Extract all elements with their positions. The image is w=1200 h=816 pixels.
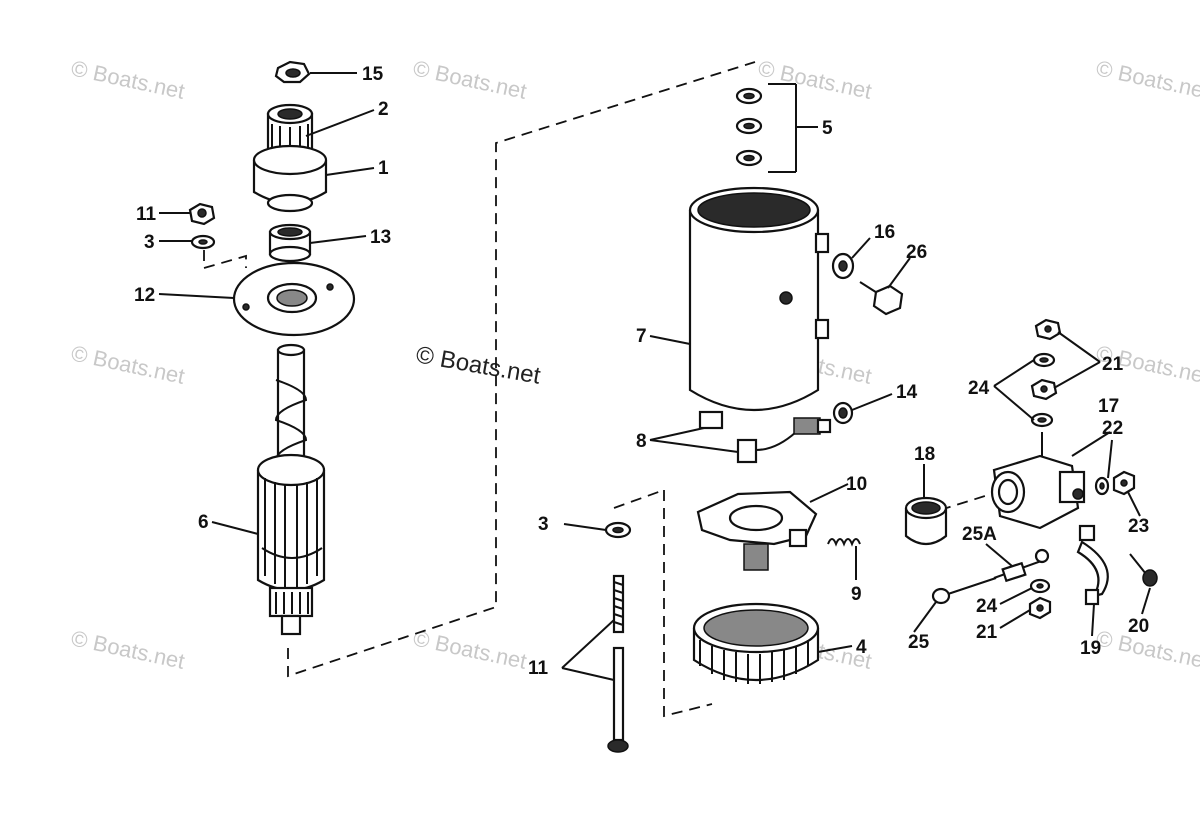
part-1-drive-pinion <box>252 103 328 213</box>
callout-9: 9 <box>851 584 862 605</box>
part-25a-stud <box>993 548 1050 583</box>
part-25-lead <box>931 577 997 605</box>
callout-15: 15 <box>362 64 384 85</box>
callout-24-low: 24 <box>976 596 998 617</box>
watermark: © Boats.net <box>411 55 529 103</box>
callout-24-top: 24 <box>968 378 990 399</box>
callout-25a: 25A <box>962 524 997 545</box>
part-24-washer-low <box>1029 578 1051 594</box>
part-21-nut-low <box>1028 596 1052 620</box>
part-10-brush-plate <box>696 490 818 571</box>
callout-3-left: 3 <box>144 232 155 253</box>
part-22-washer <box>1094 476 1110 496</box>
callout-19: 19 <box>1080 638 1101 659</box>
watermark: © Boats.net <box>756 55 874 103</box>
part-21-nut-top <box>1034 318 1062 341</box>
part-21-nut-mid <box>1030 378 1058 401</box>
callout-26: 26 <box>906 242 927 263</box>
part-8-brush-lead <box>698 410 832 464</box>
part-24-washer-top <box>1032 352 1056 368</box>
callout-1: 1 <box>378 158 389 179</box>
callout-11-left: 11 <box>136 204 157 225</box>
part-9-spring <box>827 538 861 547</box>
part-14-grommet <box>832 401 854 425</box>
part-11-through-bolts <box>607 574 629 753</box>
part-4-end-cap <box>692 602 820 684</box>
part-15-nut <box>274 60 311 84</box>
part-24-washer-mid <box>1030 412 1054 428</box>
callout-14: 14 <box>896 382 918 403</box>
part-18-ring <box>904 496 948 546</box>
callout-21-top: 21 <box>1102 354 1124 375</box>
watermarks: © Boats.net © Boats.net © Boats.net © Bo… <box>69 55 1200 673</box>
callout-numbers: 15 2 1 11 3 13 12 6 5 7 16 26 8 14 10 9 … <box>134 64 1149 679</box>
callout-22-final: 22 <box>1102 418 1123 439</box>
callout-11-center: 11 <box>528 658 549 679</box>
part-11-nut <box>188 202 216 226</box>
assembly-lines <box>203 61 986 718</box>
callout-10: 10 <box>846 474 867 495</box>
callout-6: 6 <box>198 512 209 533</box>
leader-lines <box>158 72 1151 681</box>
callout-12: 12 <box>134 285 155 306</box>
callout-5: 5 <box>822 118 833 139</box>
part-3-washer <box>190 234 216 250</box>
part-19-bracket <box>1076 524 1109 606</box>
callout-13: 13 <box>370 227 391 248</box>
callout-23: 23 <box>1128 516 1149 537</box>
part-13-bushing <box>268 223 312 263</box>
callout-7: 7 <box>636 326 647 347</box>
watermark: © Boats.net <box>1094 55 1200 103</box>
part-26-bolt <box>859 281 904 316</box>
callout-8: 8 <box>636 431 647 452</box>
callout-3-center: 3 <box>538 514 549 535</box>
part-5-washers <box>735 87 763 167</box>
part-20-screw <box>1129 553 1158 587</box>
watermark: © Boats.net <box>69 625 187 673</box>
part-7-field-frame <box>688 186 830 412</box>
callout-4: 4 <box>856 637 867 658</box>
watermark-main: © Boats.net <box>414 341 543 389</box>
callout-20: 20 <box>1128 616 1149 637</box>
part-6-armature <box>256 343 326 636</box>
part-17-solenoid <box>990 432 1086 530</box>
part-23-nut <box>1112 470 1136 496</box>
watermark: © Boats.net <box>69 340 187 388</box>
callout-2: 2 <box>378 99 389 120</box>
callout-16: 16 <box>874 222 895 243</box>
part-16-washer <box>831 252 855 280</box>
watermark: © Boats.net <box>69 55 187 103</box>
watermark: © Boats.net <box>411 625 529 673</box>
callout-25: 25 <box>908 632 930 653</box>
part-12-end-plate <box>232 261 356 337</box>
callout-21-low: 21 <box>976 622 998 643</box>
callout-18: 18 <box>914 444 935 465</box>
part-3-washer-center <box>604 521 632 539</box>
callout-17: 17 <box>1098 396 1119 417</box>
